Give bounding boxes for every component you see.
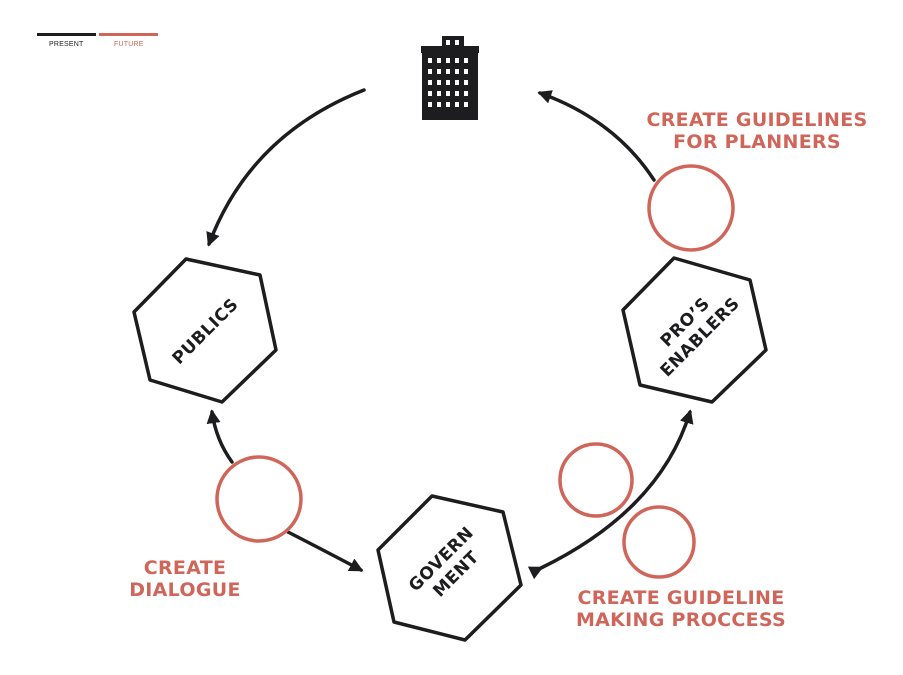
guidelines-planners-line2: FOR PLANNERS [673,131,841,153]
legend-future-swatch [99,33,158,36]
arrow-enablers-to-building [537,90,656,182]
arrow-dialogue-to-government [286,530,364,572]
node-government: GOVERN MENT [376,494,523,642]
legend-future-label: FUTURE [114,41,144,48]
arrow-building-to-publics [206,88,366,247]
publics-hexagon [132,257,278,404]
legend-present-label: PRESENT [49,41,84,48]
guidelines-planners-line1: CREATE GUIDELINES [646,109,867,131]
guideline-process-line2: MAKING PROCCESS [576,609,786,631]
label-guideline-process: CREATE GUIDELINE MAKING PROCCESS [576,587,786,631]
node-publics: PUBLICS [132,257,278,404]
government-hexagon [376,494,523,642]
building-icon [421,36,479,120]
arrow-dialogue-to-publics [206,409,234,464]
label-dialogue: CREATE DIALOGUE [129,557,241,601]
pros-enablers-hexagon [621,256,768,404]
node-pros-enablers: PRO’S ENABLERS [621,256,768,404]
future-circle-dialogue [215,455,303,543]
legend-present-swatch [37,33,96,36]
future-circle-guideline-process-1 [558,442,634,518]
future-circle-guidelines-planners [647,164,735,252]
arrow-government-to-enablers [527,409,694,580]
dialogue-line1: CREATE [144,557,227,579]
future-circle-guideline-process-2 [622,505,696,579]
dialogue-line2: DIALOGUE [129,579,241,601]
guideline-process-line1: CREATE GUIDELINE [577,587,784,609]
label-guidelines-planners: CREATE GUIDELINES FOR PLANNERS [646,109,867,153]
legend: PRESENT FUTURE [37,33,158,48]
